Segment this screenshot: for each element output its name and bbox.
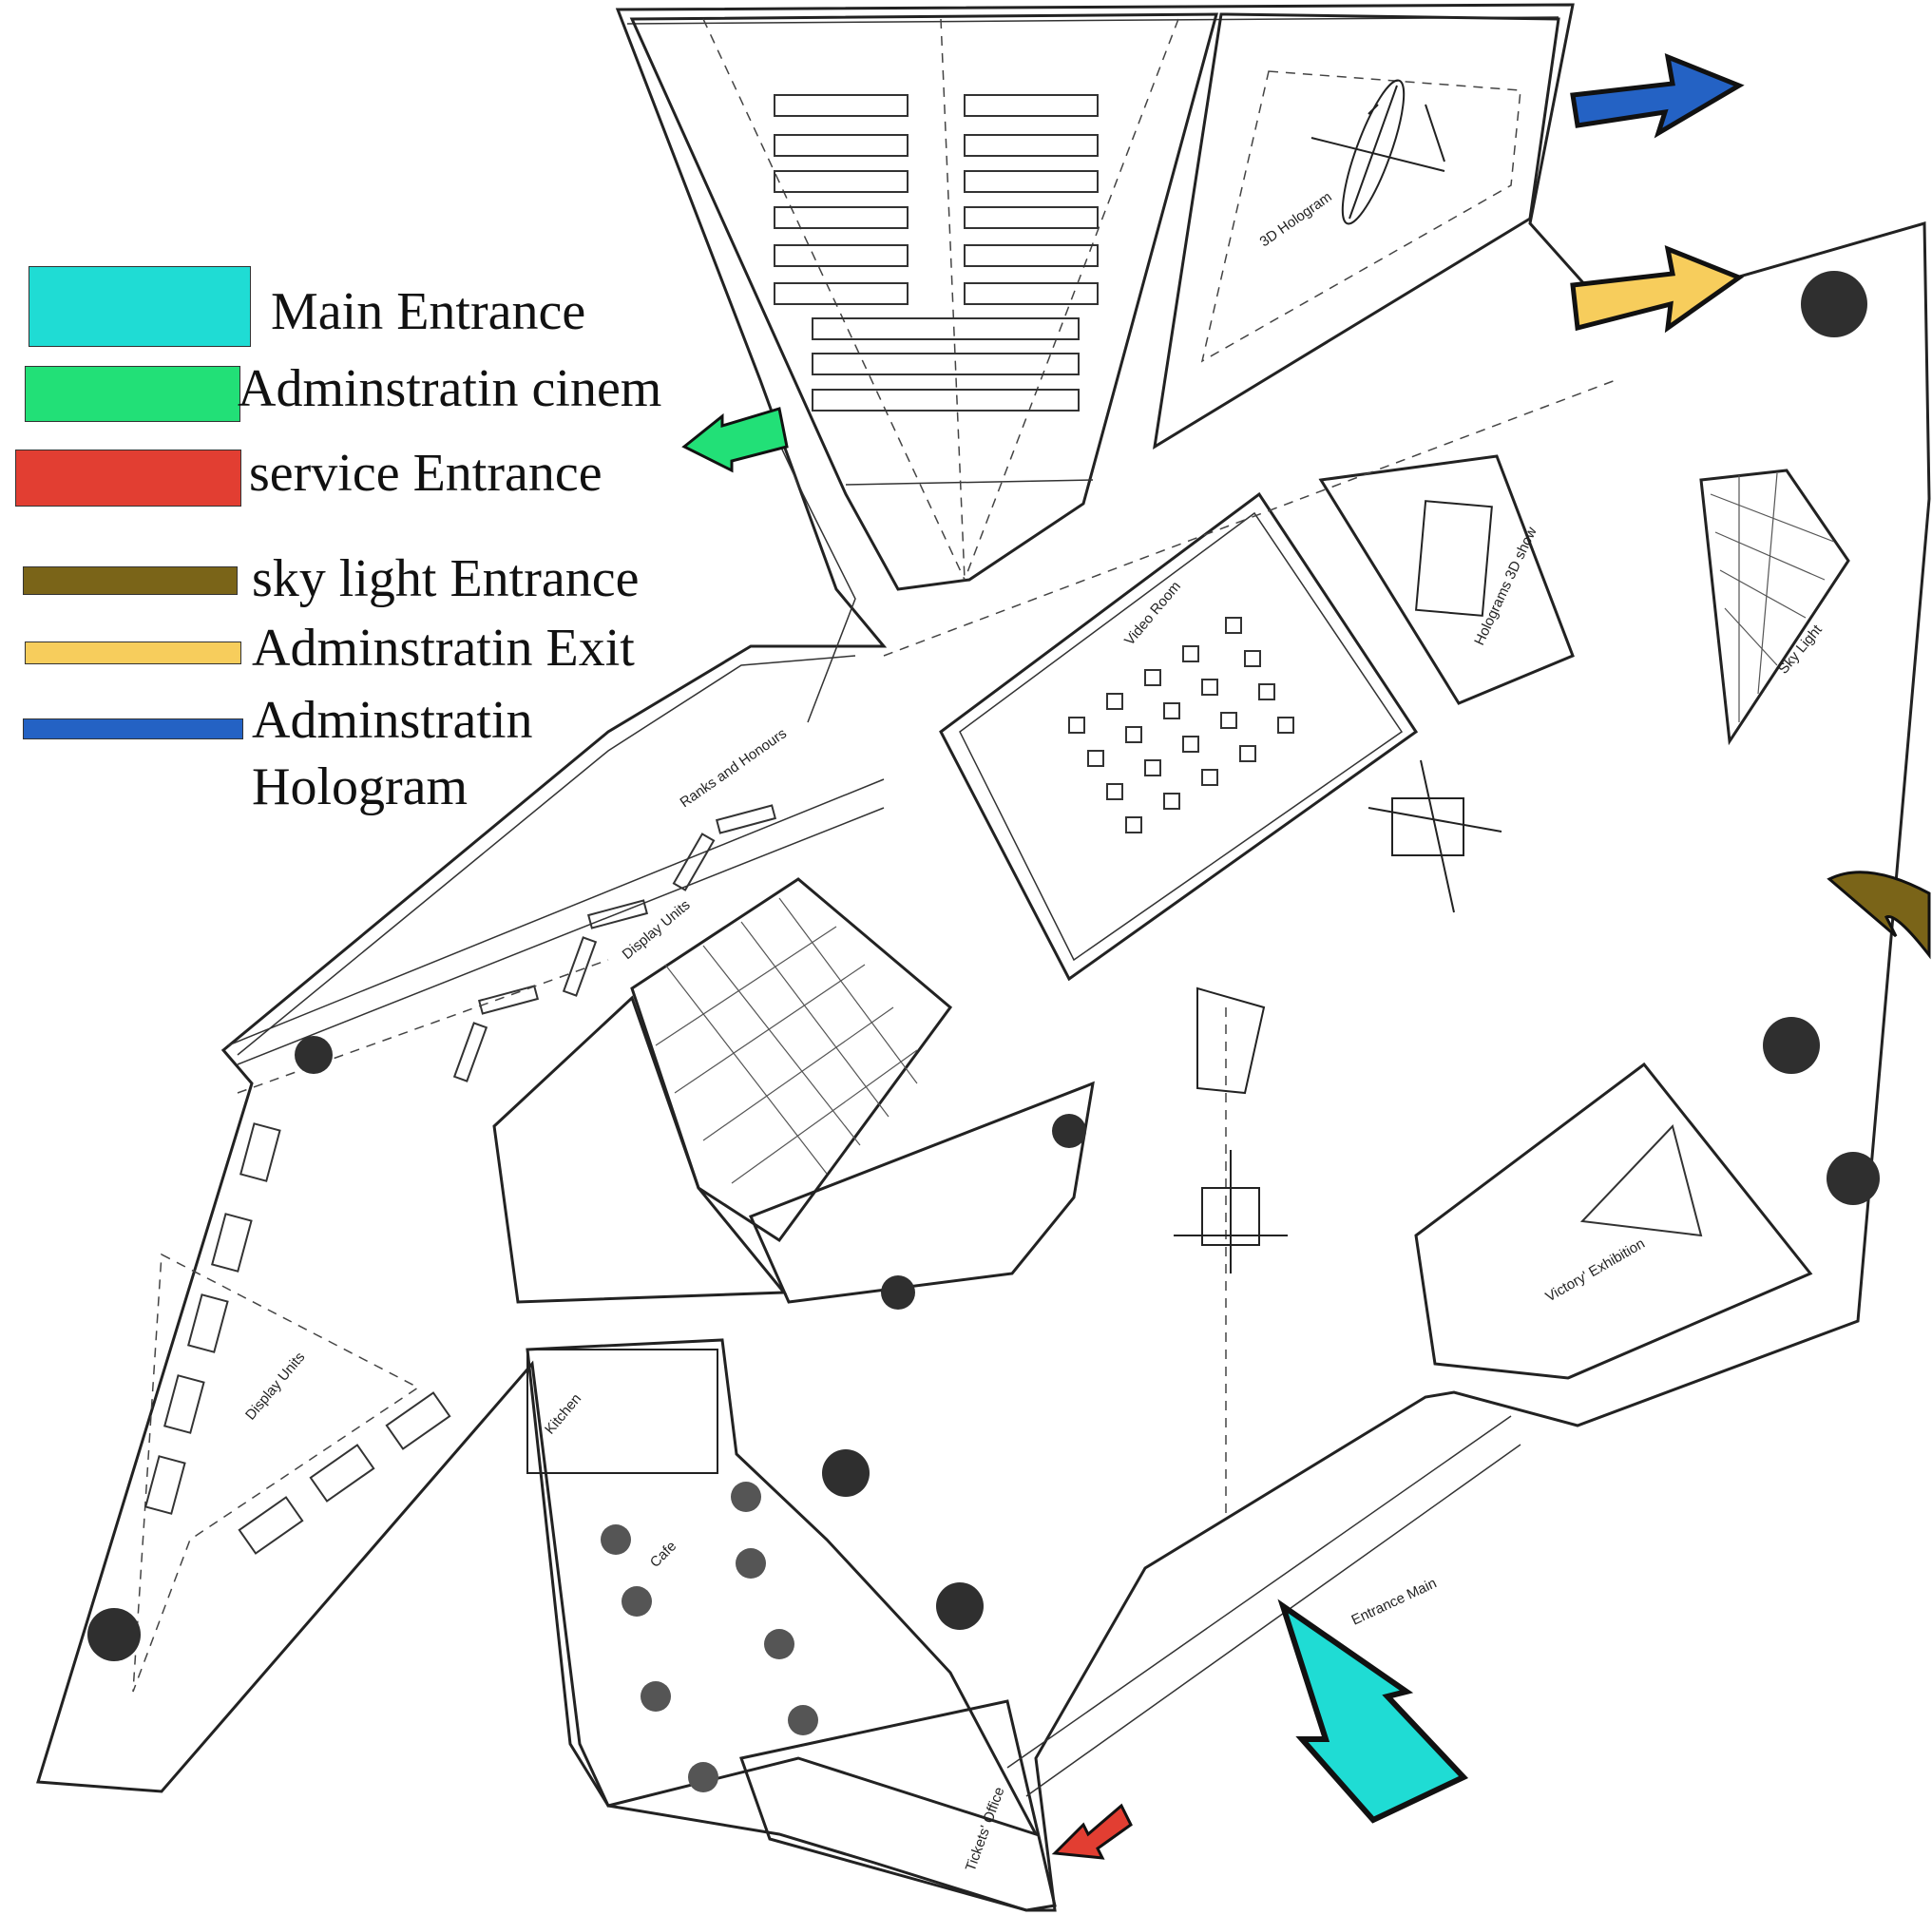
- legend-swatch-service-entrance: [15, 450, 241, 507]
- room-label-sky-light: Sky Light: [1775, 622, 1826, 678]
- room-label-victory: Victory' Exhibition: [1543, 1235, 1648, 1306]
- room-label-cafe: Cafe: [647, 1538, 679, 1570]
- red-arrow-icon: [1051, 1803, 1133, 1860]
- green-arrow-icon: [681, 407, 789, 473]
- victory-exhibition: Victory' Exhibition: [1414, 1062, 1813, 1380]
- legend-swatch-admin-exit: [25, 642, 241, 664]
- legend-label-service-entrance: service Entrance: [249, 444, 603, 503]
- tickets-office: Tickets' Office: [739, 1699, 1057, 1912]
- cinema-hall: [629, 12, 1218, 591]
- legend-label-admin-exit: Adminstratin Exit: [252, 619, 635, 678]
- legend-swatch-admin-cinema: [25, 366, 240, 422]
- circulation-lines: [237, 379, 1616, 1521]
- sky-light: Sky Light: [1699, 469, 1850, 746]
- arrows: [681, 53, 1931, 1860]
- legend-label-main-entrance: Main Entrance: [271, 282, 586, 341]
- legend-label-admin-hologram-2: Hologram: [252, 757, 469, 816]
- legend-swatch-skylight-entrance: [23, 566, 238, 595]
- entrance-corridor: Entrance Main: [1006, 1415, 1521, 1797]
- plant-icon: [87, 271, 1880, 1661]
- blue-arrow-icon: [1570, 53, 1745, 139]
- room-label-entrance-main: Entrance Main: [1349, 1575, 1440, 1628]
- fighter-jet-icon: [1174, 1150, 1288, 1273]
- room-label-display-units-1: Display Units: [620, 897, 694, 963]
- airplane-icon: [1368, 759, 1502, 913]
- legend-swatch-main-entrance: [29, 266, 251, 347]
- legend: Main Entrance Adminstratin cinem service…: [0, 0, 722, 855]
- hologram-show-room: Holograms 3D show: [1318, 454, 1575, 705]
- airplane-icon: [1310, 79, 1445, 225]
- yellow-arrow-icon: [1570, 244, 1745, 334]
- legend-label-admin-hologram-1: Adminstratin: [252, 691, 533, 750]
- legend-swatch-admin-hologram: [23, 718, 243, 739]
- video-room: Video Room: [939, 491, 1419, 982]
- aircraft-exhibits: [1174, 759, 1502, 1273]
- restrooms: [492, 877, 1095, 1304]
- teal-arrow-icon: [1277, 1599, 1469, 1824]
- room-label-holograms-3d-show: Holograms 3D show: [1471, 525, 1540, 648]
- brown-arrow-icon: [1827, 871, 1931, 960]
- room-label-display-units-2: Display Units: [242, 1350, 308, 1424]
- legend-label-admin-cinema: Adminstratin cinem: [238, 359, 662, 418]
- hologram-room: 3D Hologram: [1153, 12, 1560, 450]
- room-label-tickets: Tickets' Office: [963, 1785, 1008, 1873]
- room-label-3d-hologram: 3D Hologram: [1257, 189, 1335, 251]
- legend-label-skylight-entrance: sky light Entrance: [252, 549, 640, 608]
- room-label-kitchen: Kitchen: [542, 1390, 584, 1437]
- display-units-wing: Display Units: [132, 1122, 451, 1693]
- tank-icon: [1196, 986, 1266, 1095]
